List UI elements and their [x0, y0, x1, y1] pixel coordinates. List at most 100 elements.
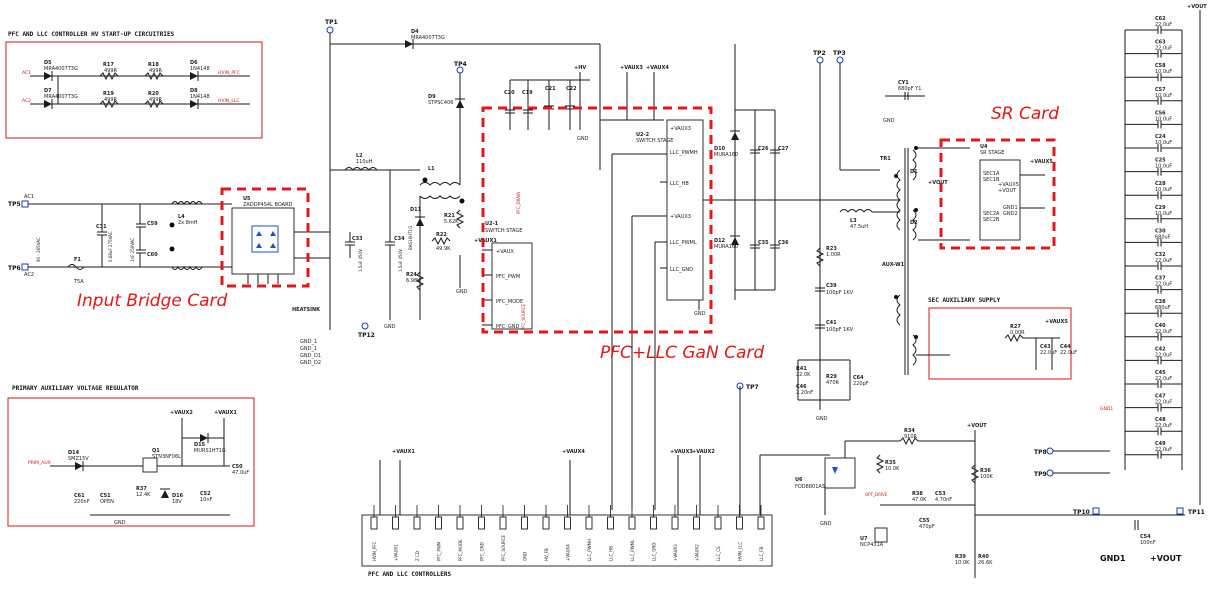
- test-point-tp9[interactable]: [1046, 469, 1054, 477]
- connector-pin: PFC_MODE: [456, 505, 464, 561]
- svg-text:SWITCH STAGE: SWITCH STAGE: [636, 138, 673, 144]
- svg-text:LLC_PWMH: LLC_PWMH: [670, 150, 698, 156]
- diode-d5: [44, 72, 52, 80]
- test-point-tp2[interactable]: [816, 56, 824, 64]
- svg-text:SMZ15V: SMZ15V: [68, 456, 89, 462]
- connector-pin-label: HVIN_LLC: [738, 542, 743, 561]
- output-capacitor-ref: C40: [1155, 323, 1166, 329]
- svg-text:+VAUX3: +VAUX3: [670, 214, 691, 220]
- svg-text:L4: L4: [178, 214, 185, 220]
- svg-text:R37: R37: [136, 486, 147, 492]
- connector-pin-label: LLC_HB: [609, 546, 614, 561]
- inductor-l4-bottom: [171, 266, 203, 270]
- resistor-r34: [899, 436, 919, 446]
- svg-text:C26: C26: [758, 146, 769, 152]
- diode-d7: [44, 100, 52, 108]
- svg-text:MRA4007T3G: MRA4007T3G: [411, 35, 445, 41]
- svg-text:NCP431A: NCP431A: [860, 542, 884, 548]
- output-capacitor-value: 10.0uF: [1155, 140, 1172, 146]
- pfc-llc-card-label: PFC+LLC GaN Card: [600, 343, 764, 363]
- test-point-tp4[interactable]: [456, 66, 464, 74]
- output-capacitor-value: 22.0uF: [1155, 423, 1172, 429]
- svg-text:TP12: TP12: [358, 332, 375, 339]
- svg-text:D6: D6: [190, 60, 198, 66]
- connector-pin: +VAUX3: [671, 505, 679, 561]
- test-point-tp12[interactable]: [361, 322, 369, 330]
- test-point-tp3[interactable]: [836, 56, 844, 64]
- shunt-regulator-u7: [874, 527, 888, 543]
- connector-pin-label: Z CD: [415, 551, 420, 561]
- sr-card: SR Card U4 SR STAGE SEC1A SEC1B +VAUX5 +…: [939, 104, 1059, 250]
- diode-d8: [190, 100, 198, 108]
- svg-text:U2-2: U2-2: [636, 132, 650, 138]
- test-point-tp5[interactable]: [21, 200, 29, 208]
- svg-text:C36: C36: [778, 240, 789, 246]
- svg-text:R21: R21: [444, 213, 455, 219]
- input-range-label: 90 - 265VAC: [36, 237, 41, 262]
- svg-text:SEC AUXILIARY SUPPLY: SEC AUXILIARY SUPPLY: [928, 297, 1001, 304]
- svg-text:C20: C20: [504, 90, 515, 96]
- ic-u2-1: [491, 242, 533, 330]
- svg-text:GND_D1: GND_D1: [300, 353, 321, 359]
- transformer-tr1: TR1 AUX-W1 D1 D2 +VOUT: [880, 146, 970, 375]
- svg-text:GND1: GND1: [1100, 554, 1126, 563]
- svg-text:1N4148: 1N4148: [190, 66, 210, 72]
- output-capacitor-ref: C24: [1155, 134, 1166, 140]
- inductor-l2: [344, 167, 378, 171]
- svg-text:MRA4007T3G: MRA4007T3G: [44, 66, 78, 72]
- resistor-r22: [431, 236, 451, 246]
- diode-d6: [190, 72, 198, 80]
- svg-text:MURA160: MURA160: [714, 244, 738, 250]
- output-capacitor-ref: C30: [1155, 228, 1166, 234]
- svg-text:D5: D5: [44, 60, 52, 66]
- test-point-tp6[interactable]: [21, 263, 29, 271]
- diode-d9: [456, 100, 464, 108]
- fuse-f1: [67, 264, 85, 270]
- svg-text:TP3: TP3: [833, 50, 846, 57]
- test-point-tp10[interactable]: [1092, 507, 1100, 515]
- test-point-tp8[interactable]: [1046, 447, 1054, 455]
- svg-text:LLC_HB: LLC_HB: [670, 181, 689, 187]
- svg-text:BAS16HT1G: BAS16HT1G: [408, 226, 413, 250]
- svg-text:+VOUT: +VOUT: [998, 188, 1017, 194]
- svg-text:+VAUX5: +VAUX5: [1045, 319, 1068, 325]
- svg-text:C60: C60: [147, 252, 158, 258]
- output-capacitor-value: 10.0uF: [1155, 116, 1172, 122]
- svg-text:499R: 499R: [149, 68, 163, 74]
- test-point-tp11[interactable]: [1176, 507, 1184, 515]
- output-capacitor-ref: C58: [1155, 63, 1166, 69]
- svg-text:D11: D11: [410, 207, 422, 213]
- test-point-tp1[interactable]: [326, 26, 334, 34]
- svg-text:R19: R19: [103, 91, 114, 97]
- svg-text:GND_1: GND_1: [300, 346, 317, 352]
- svg-text:U4: U4: [980, 144, 988, 150]
- svg-text:TR1: TR1: [880, 156, 891, 162]
- svg-text:C35: C35: [758, 240, 769, 246]
- svg-text:GND: GND: [114, 520, 126, 526]
- svg-text:1.5uF 450V: 1.5uF 450V: [358, 249, 363, 272]
- svg-text:49.9K: 49.9K: [436, 246, 451, 252]
- pfc-llc-card-outline: [481, 106, 713, 334]
- svg-text:GND2: GND2: [1003, 211, 1018, 217]
- aux-regulator-section: PRIMARY AUXILIARY VOLTAGE REGULATOR PRIM…: [7, 385, 255, 527]
- svg-text:1N4148: 1N4148: [190, 94, 210, 100]
- sr-card-label: SR Card: [991, 104, 1059, 124]
- output-capacitor-ref: C28: [1155, 181, 1166, 187]
- switch-stage-u2-1: U2-1 SWITCH STAGE +VAUX PFC_PWM PFC_MODE…: [474, 192, 533, 330]
- svg-text:100nF: 100nF: [1140, 540, 1156, 546]
- svg-text:+VAUX5: +VAUX5: [1030, 159, 1053, 165]
- connector-pin-label: PFC_MODE: [458, 539, 463, 561]
- svg-text:D1: D1: [910, 169, 918, 175]
- svg-text:47.5uH: 47.5uH: [850, 224, 868, 230]
- svg-text:TP5: TP5: [8, 201, 21, 208]
- svg-text:C59: C59: [147, 221, 158, 227]
- svg-text:26.6K: 26.6K: [978, 560, 993, 566]
- svg-text:CY1: CY1: [898, 80, 909, 86]
- svg-text:+VAUX4: +VAUX4: [562, 449, 585, 455]
